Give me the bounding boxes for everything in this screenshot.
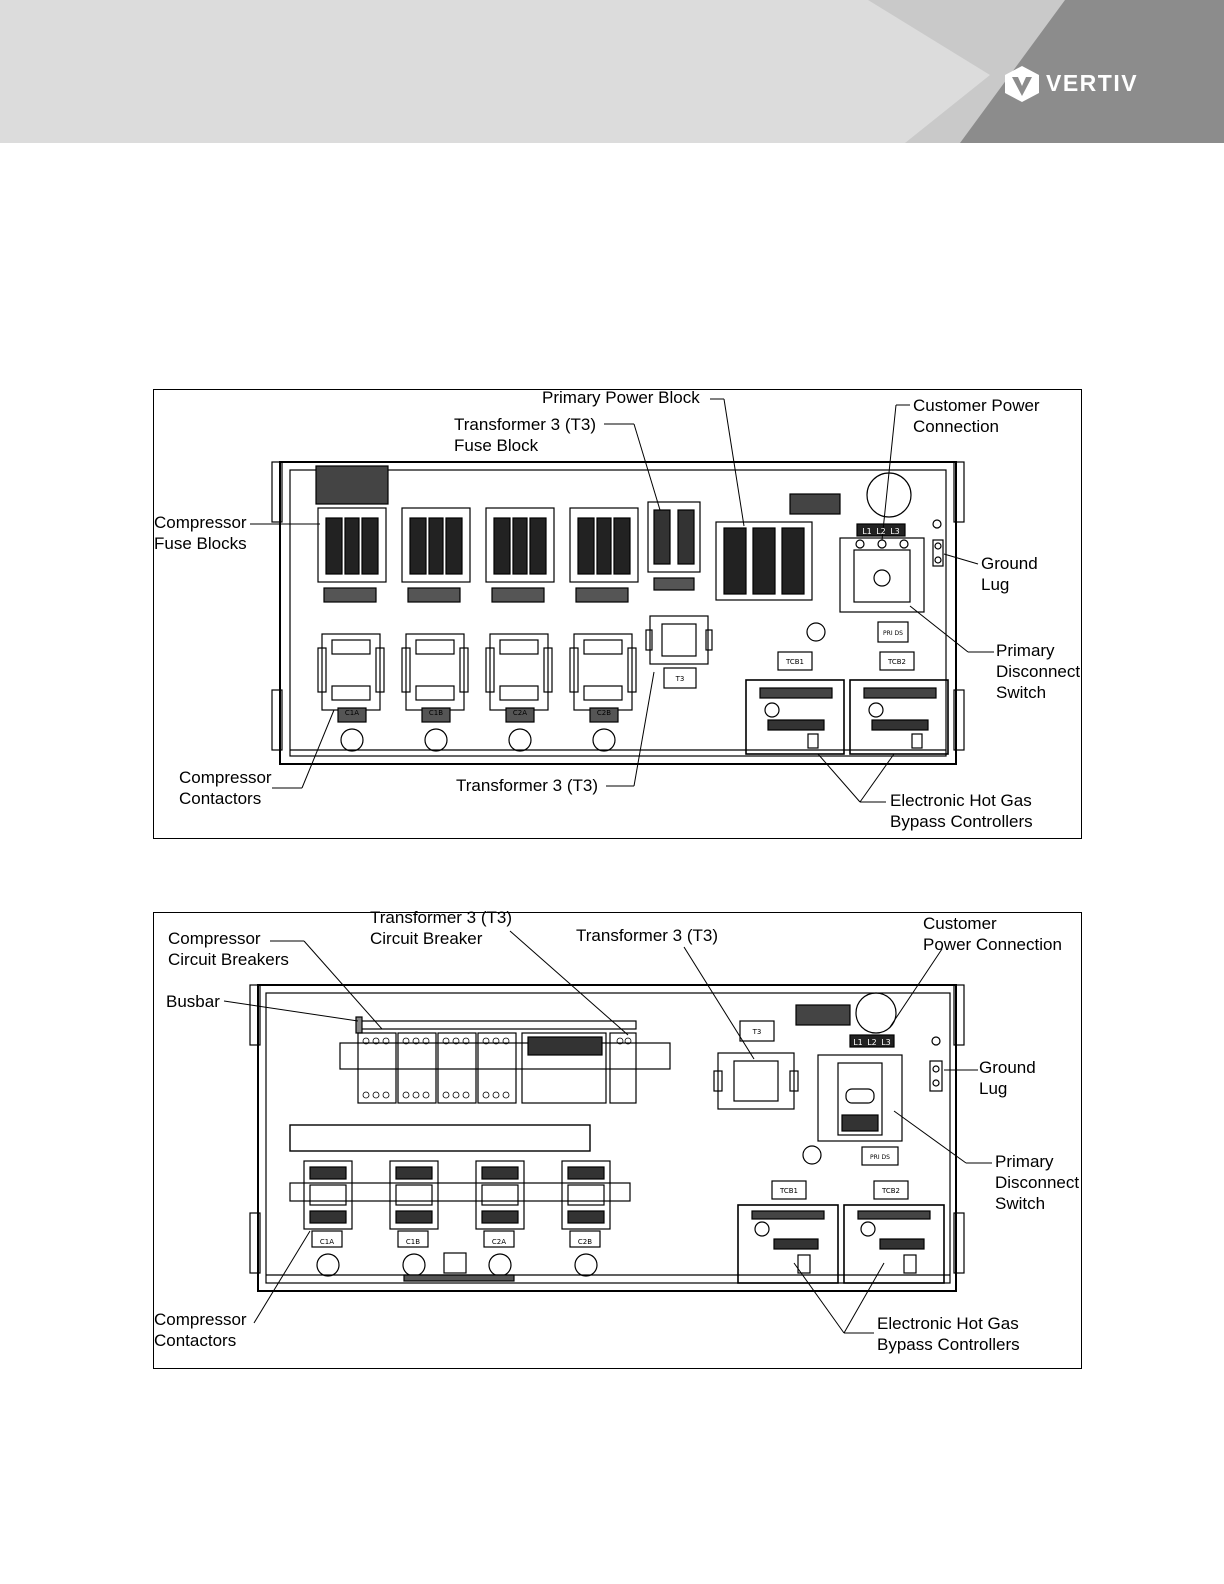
tag-c2a: C2A [513,709,527,717]
label-compressor-contactors-1-b: Compressor [154,1310,247,1329]
tag-c1b: C1B [429,709,443,717]
tag-c1b-b: C1B [406,1238,420,1246]
transformer-drawing [645,615,713,665]
compressor-contactors-drawing-2 [303,1160,611,1277]
label-customer-power-1-b: Customer [923,914,997,933]
label-compressor-breakers-1: Compressor [168,929,261,948]
transformer-drawing-2 [713,1052,799,1110]
t3-fuse-block [647,501,701,591]
figure-breaker-panel: C1A C1B C2A C2B T3 TCB1 TCB2 PRI DS L1 L… [153,908,1082,1369]
label-ehgb-1-b: Electronic Hot Gas [877,1314,1019,1333]
label-ehgb-1: Electronic Hot Gas [890,791,1032,810]
breaker-panel-drawing [223,930,992,1334]
primary-disconnect-switch-drawing-2 [817,1054,903,1142]
tag-tcb2-b: TCB2 [881,1187,900,1195]
tag-t3-b: T3 [752,1028,762,1036]
label-primary-power-block: Primary Power Block [542,388,700,407]
fuse-panel-tags: C1A C1B C2A C2B T3 TCB1 TCB2 PRI DS L1 L… [345,527,906,717]
tag-c1a: C1A [345,709,359,717]
tag-c2b-b: C2B [578,1238,592,1246]
ehgb-controller-2-b [843,1204,945,1284]
figure-fuse-panel: C1A C1B C2A C2B T3 TCB1 TCB2 PRI DS L1 L… [153,388,1082,839]
tag-l3: L3 [890,527,900,536]
label-t3-breaker-2: Circuit Breaker [370,929,483,948]
compressor-fuse-blocks [317,507,639,603]
label-ehgb-2-b: Bypass Controllers [877,1335,1020,1354]
leader-lines [250,398,994,803]
label-ground-lug-1-b: Ground [979,1058,1036,1077]
label-ground-lug-2-b: Lug [979,1079,1008,1098]
label-compressor-fuse-1: Compressor [154,513,247,532]
tag-l2: L2 [876,527,886,536]
tag-c2a-b: C2A [492,1238,506,1246]
label-compressor-contactors-1: Compressor [179,768,272,787]
label-primary-disconnect-3-b: Switch [995,1194,1046,1213]
breaker-panel-tags: C1A C1B C2A C2B T3 TCB1 TCB2 PRI DS L1 L… [320,1028,900,1246]
label-ground-lug-1: Ground [981,554,1038,573]
compressor-contactors-drawing [317,633,637,752]
label-primary-disconnect-1: Primary [996,641,1055,660]
label-primary-disconnect-3: Switch [996,683,1047,702]
leader-lines-2 [223,930,992,1334]
label-compressor-contactors-2: Contactors [179,789,262,808]
label-customer-power-1: Customer Power [913,396,1040,415]
label-t3-fuse-block-2: Fuse Block [454,436,539,455]
label-primary-disconnect-1-b: Primary [995,1152,1054,1171]
brand-name: VERTIV [1046,70,1139,96]
tag-tcb1-b: TCB1 [779,1187,798,1195]
tag-l1-b: L1 [853,1038,863,1047]
primary-power-block [715,521,813,601]
label-ehgb-2: Bypass Controllers [890,812,1033,831]
tag-tcb1: TCB1 [785,658,804,666]
tag-t3: T3 [675,675,685,683]
label-transformer: Transformer 3 (T3) [456,776,599,795]
compressor-circuit-breakers-drawing [357,1032,637,1104]
vertiv-logo-icon [1005,66,1039,102]
tag-pri-ds: PRI DS [883,630,903,637]
tag-c2b: C2B [597,709,611,717]
tag-pri-ds-b: PRI DS [870,1154,890,1161]
label-compressor-contactors-2-b: Contactors [154,1331,237,1350]
label-primary-disconnect-2-b: Disconnect [995,1173,1080,1192]
tag-l1: L1 [862,527,872,536]
fuse-panel-drawing [250,398,994,803]
tag-l3-b: L3 [881,1038,891,1047]
label-ground-lug-2: Lug [981,575,1010,594]
label-busbar: Busbar [166,992,220,1011]
tag-l2-b: L2 [867,1038,877,1047]
page-header: VERTIV [0,0,1224,143]
primary-disconnect-switch-drawing [839,537,925,613]
label-customer-power-2-b: Power Connection [923,935,1062,954]
label-transformer-2: Transformer 3 (T3) [576,926,719,945]
tag-c1a-b: C1A [320,1238,334,1246]
label-compressor-breakers-2: Circuit Breakers [168,950,289,969]
label-t3-breaker-1: Transformer 3 (T3) [370,908,513,927]
label-compressor-fuse-2: Fuse Blocks [154,534,247,553]
ehgb-controller-2 [849,679,949,755]
ehgb-controller-1-b [737,1204,839,1284]
label-customer-power-2: Connection [913,417,1000,436]
ehgb-controller-1 [745,679,845,755]
label-t3-fuse-block-1: Transformer 3 (T3) [454,415,597,434]
label-primary-disconnect-2: Disconnect [996,662,1081,681]
tag-tcb2: TCB2 [887,658,906,666]
